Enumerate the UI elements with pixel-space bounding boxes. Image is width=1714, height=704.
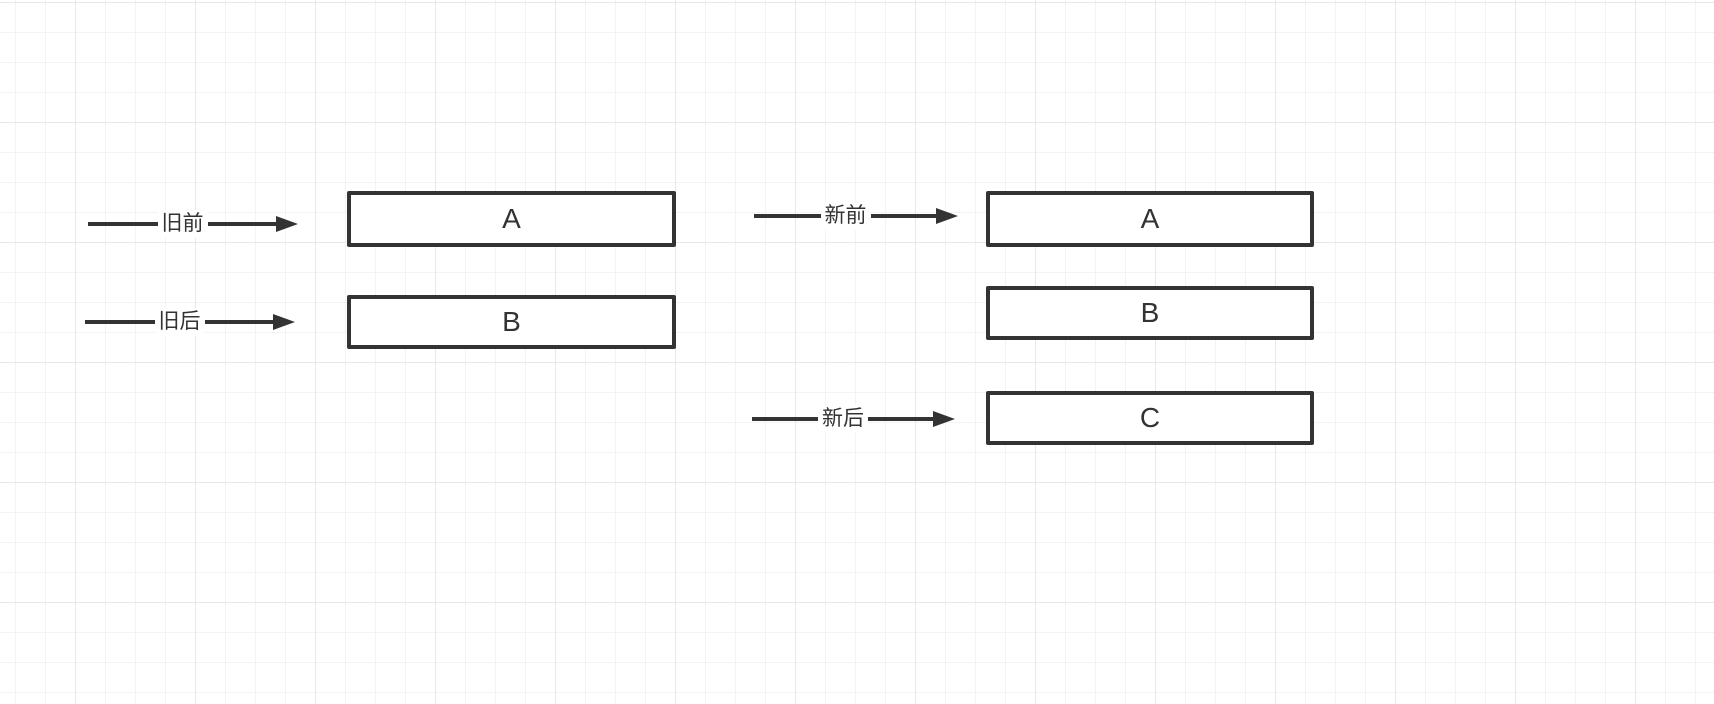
arrow-new-back[interactable]: 新后	[752, 403, 955, 435]
arrowhead-icon	[273, 314, 295, 330]
node-old-b[interactable]: B	[347, 295, 676, 349]
arrow-new-front[interactable]: 新前	[754, 200, 958, 232]
node-new-c[interactable]: C	[986, 391, 1314, 445]
node-new-a[interactable]: A	[986, 191, 1314, 247]
arrow-old-front-label: 旧前	[157, 209, 208, 239]
arrowhead-icon	[936, 208, 958, 224]
arrow-old-back[interactable]: 旧后	[85, 306, 295, 338]
arrow-line	[204, 320, 274, 324]
arrow-line	[870, 214, 937, 218]
arrow-line	[207, 222, 277, 226]
node-label: B	[1140, 297, 1160, 328]
arrowhead-icon	[933, 411, 955, 427]
arrow-line	[88, 222, 158, 226]
arrow-line	[85, 320, 155, 324]
arrowhead-icon	[276, 216, 298, 232]
arrow-line	[868, 417, 934, 421]
node-label: A	[502, 203, 521, 234]
node-new-b[interactable]: B	[986, 286, 1314, 340]
arrow-new-back-label: 新后	[818, 404, 868, 434]
arrow-line	[752, 417, 818, 421]
arrow-new-front-label: 新前	[820, 201, 871, 231]
node-label: C	[1139, 402, 1161, 433]
arrow-old-front[interactable]: 旧前	[88, 208, 298, 240]
node-old-a[interactable]: A	[347, 191, 676, 247]
node-label: B	[502, 306, 521, 337]
node-label: A	[1140, 203, 1160, 234]
arrow-line	[754, 214, 821, 218]
arrow-old-back-label: 旧后	[154, 307, 205, 337]
